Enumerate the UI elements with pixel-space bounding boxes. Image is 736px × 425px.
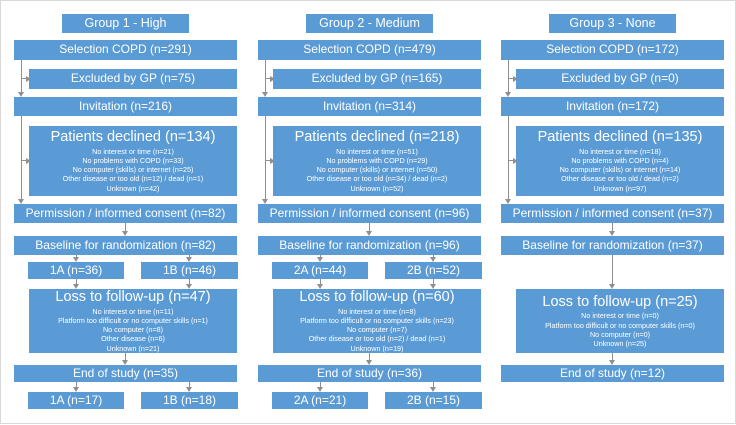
declined-reason: No problems with COPD (n=29) <box>326 156 428 166</box>
selection-copd-box: Selection COPD (n=291) <box>14 40 237 60</box>
baseline-box: Baseline for randomization (n=96) <box>258 236 481 255</box>
end-arm-a-box: 1A (n=17) <box>28 392 124 409</box>
excluded-by-gp-box: Excluded by GP (n=165) <box>273 69 481 89</box>
end-of-study-box: End of study (n=12) <box>501 365 724 382</box>
loss-to-followup-title: Loss to follow-up (n=60) <box>299 289 455 306</box>
loss-reason: Platform too difficult or no computer sk… <box>545 320 695 330</box>
group-title: Group 3 - None <box>549 14 676 33</box>
group-title: Group 2 - Medium <box>306 14 433 33</box>
patients-declined-box: Patients declined (n=135) No interest or… <box>516 126 724 196</box>
loss-to-followup-title: Loss to follow-up (n=25) <box>542 293 698 310</box>
consent-box: Permission / informed consent (n=82) <box>14 204 237 223</box>
loss-reason: Other disease or too old (n=2) / dead (n… <box>308 334 446 344</box>
selection-copd-box: Selection COPD (n=479) <box>258 40 481 60</box>
arm-b-box: 2B (n=52) <box>385 262 482 279</box>
declined-reason: No problems with COPD (n=4) <box>571 156 669 166</box>
consent-box: Permission / informed consent (n=96) <box>258 204 481 223</box>
declined-reason: No interest or time (n=51) <box>336 146 418 156</box>
excluded-by-gp-box: Excluded by GP (n=75) <box>29 69 237 89</box>
patients-declined-title: Patients declined (n=134) <box>50 129 216 146</box>
arm-a-box: 2A (n=44) <box>272 262 368 279</box>
invitation-box: Invitation (n=216) <box>14 97 237 116</box>
group-1-column: Group 1 - High Selection COPD (n=291) Ex… <box>14 1 238 425</box>
loss-reason: No interest or time (n=11) <box>92 306 174 316</box>
loss-reason: Unknown (n=21) <box>106 343 160 353</box>
group-3-column: Group 3 - None Selection COPD (n=172) Ex… <box>501 1 724 425</box>
patients-declined-title: Patients declined (n=218) <box>294 129 460 146</box>
declined-reason: No computer (skills) or internet (n=50) <box>316 165 438 175</box>
loss-reason: Unknown (n=19) <box>350 343 404 353</box>
declined-reason: Other disease or too old (n=34) / dead (… <box>306 174 448 184</box>
end-arm-b-box: 2B (n=15) <box>385 392 482 409</box>
declined-reason: Unknown (n=97) <box>593 183 647 193</box>
declined-reason: No computer (skills) or internet (n=14) <box>559 165 681 175</box>
arm-a-box: 1A (n=36) <box>28 262 124 279</box>
baseline-box: Baseline for randomization (n=82) <box>14 236 237 255</box>
loss-reason: No interest or time (n=0) <box>581 311 659 321</box>
end-arm-b-box: 1B (n=18) <box>141 392 238 409</box>
patients-declined-box: Patients declined (n=134) No interest or… <box>29 126 237 196</box>
baseline-box: Baseline for randomization (n=37) <box>501 236 724 255</box>
loss-to-followup-box: Loss to follow-up (n=25) No interest or … <box>516 289 724 353</box>
loss-to-followup-title: Loss to follow-up (n=47) <box>55 289 211 306</box>
excluded-by-gp-box: Excluded by GP (n=0) <box>516 69 724 89</box>
invitation-box: Invitation (n=172) <box>501 97 724 116</box>
declined-reason: No interest or time (n=18) <box>579 146 661 156</box>
loss-reason: No computer (n=7) <box>346 325 408 335</box>
loss-reason: Platform too difficult or no computer sk… <box>300 316 454 326</box>
patients-declined-box: Patients declined (n=218) No interest or… <box>273 126 481 196</box>
group-2-column: Group 2 - Medium Selection COPD (n=479) … <box>258 1 482 425</box>
group-title: Group 1 - High <box>62 14 189 33</box>
loss-to-followup-box: Loss to follow-up (n=47) No interest or … <box>29 289 237 353</box>
invitation-box: Invitation (n=314) <box>258 97 481 116</box>
selection-copd-box: Selection COPD (n=172) <box>501 40 724 60</box>
loss-reason: Other disease (n=6) <box>101 334 165 344</box>
declined-reason: Other disease or too old / dead (n=2) <box>561 174 679 184</box>
end-arm-a-box: 2A (n=21) <box>272 392 368 409</box>
consent-box: Permission / informed consent (n=37) <box>501 204 724 223</box>
loss-reason: No computer (n=8) <box>102 325 164 335</box>
declined-reason: Unknown (n=52) <box>350 183 404 193</box>
loss-reason: Platform too difficult or no computer sk… <box>58 316 208 326</box>
declined-reason: Unknown (n=42) <box>106 183 160 193</box>
loss-to-followup-box: Loss to follow-up (n=60) No interest or … <box>273 289 481 353</box>
patients-declined-title: Patients declined (n=135) <box>537 129 703 146</box>
loss-reason: No computer (n=0) <box>589 329 651 339</box>
loss-reason: Unknown (n=25) <box>593 339 647 349</box>
loss-reason: No interest or time (n=8) <box>338 306 416 316</box>
declined-reason: No computer (skills) or internet (n=25) <box>72 165 194 175</box>
declined-reason: Other disease or too old (n=12) / dead (… <box>62 174 204 184</box>
declined-reason: No interest or time (n=21) <box>92 146 174 156</box>
arm-b-box: 1B (n=46) <box>141 262 238 279</box>
declined-reason: No problems with COPD (n=33) <box>82 156 184 166</box>
end-of-study-box: End of study (n=36) <box>258 365 481 382</box>
end-of-study-box: End of study (n=35) <box>14 365 237 382</box>
